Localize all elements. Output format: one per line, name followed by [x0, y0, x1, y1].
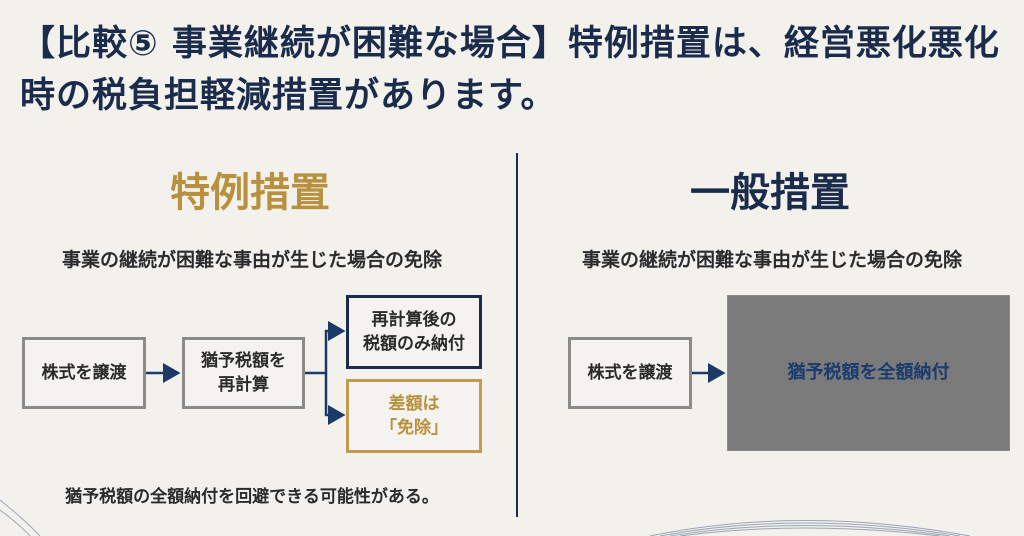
box-label: 再計算後の — [371, 310, 457, 330]
box-label: 「免除」 — [380, 418, 448, 438]
decorative-arcs — [0, 499, 971, 536]
arrow-icon — [324, 373, 346, 425]
recalculate-box: 猶予税額を再計算 — [182, 337, 305, 409]
special-measure-heading: 特例措置 — [170, 170, 330, 216]
arrow-icon — [305, 321, 346, 375]
special-subtitle: 事業の継続が困難な事由が生じた場合の免除 — [61, 249, 442, 271]
general-measure-heading: 一般措置 — [690, 170, 850, 216]
page-title: 【比較⑤ 事業継続が困難な場合】特例措置は、経営悪化悪化時の税負担軽減措置があり… — [20, 24, 1000, 116]
column-divider — [516, 153, 518, 517]
general-subtitle: 事業の継続が困難な事由が生じた場合の免除 — [581, 249, 962, 271]
general-transfer-shares-box: 株式を譲渡 — [568, 337, 692, 409]
box-label: 差額は — [388, 394, 440, 414]
box-label: 再計算 — [218, 375, 269, 395]
box-label: 株式を譲渡 — [587, 363, 673, 383]
box-label: 猶予税額を全額納付 — [787, 362, 950, 383]
box-label: 税額のみ納付 — [363, 334, 465, 354]
box-label: 株式を譲渡 — [41, 363, 127, 383]
pay-recalculated-box: 再計算後の税額のみ納付 — [346, 295, 482, 369]
transfer-shares-box: 株式を譲渡 — [22, 337, 146, 409]
exemption-box: 差額は「免除」 — [346, 379, 482, 453]
box-label: 猶予税額を — [201, 351, 286, 371]
full-payment-box: 猶予税額を全額納付 — [727, 295, 1010, 451]
special-footer-note: 猶予税額の全額納付を回避できる可能性がある。 — [65, 487, 439, 507]
